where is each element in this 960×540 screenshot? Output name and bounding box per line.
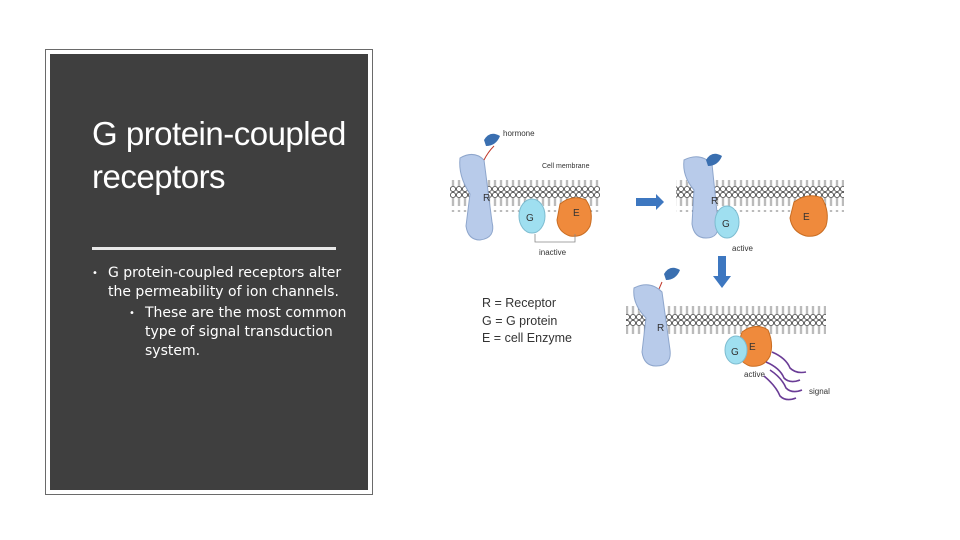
g-protein-active-top — [714, 205, 740, 239]
slide-title: G protein-coupled receptors — [92, 115, 346, 195]
transition-arrow-right — [636, 194, 664, 210]
enzyme-inactive — [556, 197, 592, 237]
bullet-text-1: G protein-coupled receptors alter the pe… — [108, 265, 342, 300]
g-protein-label-active-top: G — [722, 219, 730, 230]
signal-arrows — [763, 351, 807, 401]
transition-arrow-down — [713, 256, 731, 288]
legend-g-protein: G = G protein — [482, 314, 557, 328]
legend-receptor: R = Receptor — [482, 296, 556, 310]
receptor-label-active-bottom: R — [657, 323, 664, 334]
legend-enzyme: E = cell Enzyme — [482, 331, 572, 345]
bullet-dot: • — [129, 308, 135, 319]
inactive-bracket — [534, 234, 576, 243]
enzyme-label-active-top: E — [803, 212, 810, 223]
bullet-item-1: • G protein-coupled receptors alter the p… — [92, 264, 348, 302]
inactive-label: inactive — [539, 248, 567, 257]
title-panel: G protein-coupled receptors • G protein-c… — [45, 49, 373, 495]
title-divider — [92, 247, 336, 250]
enzyme-active-top — [789, 195, 828, 237]
g-protein-inactive — [518, 198, 546, 234]
enzyme-label-active-bottom: E — [749, 342, 756, 353]
gpcr-diagram: R G E hormone Cell membrane inactive R G… — [450, 129, 844, 401]
g-protein-label-active-bottom: G — [731, 347, 739, 358]
receptor-active-bottom — [633, 284, 671, 367]
bullet-item-2: • These are the most common type of signa… — [129, 304, 348, 361]
hormone-binding-arrow — [483, 145, 495, 161]
hormone-label: hormone — [503, 129, 535, 138]
cell-membrane-label: Cell membrane — [542, 163, 590, 170]
enzyme-label-inactive: E — [573, 208, 580, 219]
hormone-bound-top — [706, 153, 722, 166]
bullet-list: • G protein-coupled receptors alter the p… — [92, 264, 348, 361]
receptor-label-inactive: R — [483, 193, 490, 204]
g-protein-label-inactive: G — [526, 213, 534, 224]
receptor-label-active-top: R — [711, 196, 718, 207]
signal-label: signal — [809, 387, 830, 396]
active-label-top: active — [732, 244, 753, 253]
hormone-shape-inactive — [484, 133, 500, 146]
receptor-active-top — [683, 156, 719, 239]
bullet-text-2: These are the most common type of signal… — [145, 305, 347, 359]
receptor-inactive — [459, 154, 494, 241]
active-label-bottom: active — [744, 370, 765, 379]
title-panel-background: G protein-coupled receptors • G protein-c… — [50, 54, 368, 490]
hormone-released — [664, 267, 680, 280]
bullet-dot: • — [92, 268, 98, 279]
g-protein-active-bottom — [724, 335, 748, 365]
